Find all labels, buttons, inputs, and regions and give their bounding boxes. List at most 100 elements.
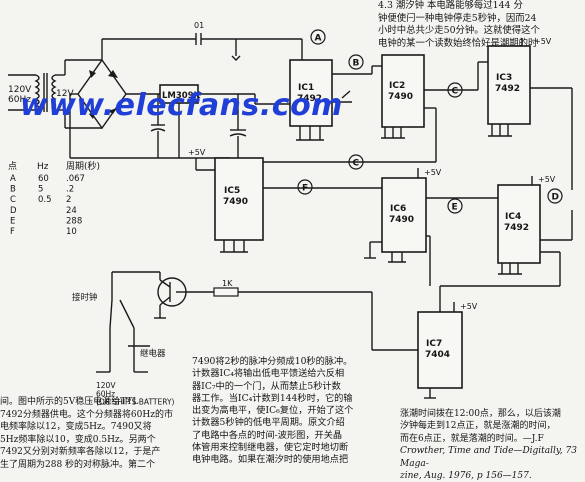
ic5-id: IC5 xyxy=(224,186,240,196)
svg-text:D: D xyxy=(552,193,559,203)
wire-ic7-transistor: 1K xyxy=(186,279,418,351)
mid-line: 体管用来控制继电器，使它定时地切断 xyxy=(192,442,349,454)
svg-text:B: B xyxy=(353,59,360,69)
table-cell: 24 xyxy=(66,206,77,216)
mid-paragraph: 7490将2秒的脉冲分频成10秒的脉冲。 计数器IC₄将输出低电平馈送给六反相 … xyxy=(192,356,412,467)
transistor xyxy=(154,272,187,319)
ic7-part: 7404 xyxy=(425,350,450,360)
left-line: 7492又分别对新频率各除以12，于是产 xyxy=(0,447,161,457)
wire-ic5-ic6: F xyxy=(263,179,382,195)
mid-line: 了电路中各点的时间-波形图，开关晶 xyxy=(192,429,343,441)
table-cell: D xyxy=(10,206,17,216)
ic4: IC4 7492 +5V xyxy=(497,175,556,275)
ic5: IC5 7490 +5V xyxy=(188,148,264,253)
mid-line: 7490将2秒的脉冲分频成10秒的脉冲。 xyxy=(192,356,353,367)
clock-tap: 01 xyxy=(101,21,303,62)
left-line: 生了周期为288 秒的对称脉冲。第二个 xyxy=(0,459,156,470)
top-note-line: 钟便使闩一种电钟停走5秒钟，因而24 xyxy=(378,12,537,24)
ic6: IC6 7490 +5V xyxy=(364,168,442,263)
table-header-hz: Hz xyxy=(37,162,49,172)
ic3-part: 7492 xyxy=(495,84,520,94)
svg-text:+5V: +5V xyxy=(460,302,478,311)
ic7-id: IC7 xyxy=(426,339,442,349)
transformer-label: 12V xyxy=(56,89,74,99)
top-note-line: 电钟的某一个读数始终恰好是潮期的时 xyxy=(378,37,538,49)
ic4-part: 7492 xyxy=(504,223,529,233)
top-note-line: 小时中总共少走50分钟。这就使得这个 xyxy=(378,25,540,37)
table-cell: .067 xyxy=(66,174,85,184)
mid-line: 计数器IC₄将输出低电平馈送给六反相 xyxy=(192,368,345,380)
svg-text:+5V: +5V xyxy=(534,37,552,46)
table-header-period: 周期(秒) xyxy=(66,160,100,172)
table-cell: 2 xyxy=(66,195,71,205)
top-note-line: 4.3 潮汐钟 本电路能够每过144 分 xyxy=(378,0,523,11)
table-cell: E xyxy=(10,216,15,226)
table-cell: 10 xyxy=(66,227,77,237)
node-a: A xyxy=(310,29,326,45)
watermark: www.elecfans.com xyxy=(20,88,343,123)
node-c-lower: C xyxy=(353,159,360,169)
svg-text:+5V: +5V xyxy=(188,148,206,157)
table-cell: C xyxy=(10,195,16,205)
table-cell: 288 xyxy=(66,216,82,226)
svg-text:E: E xyxy=(452,203,458,213)
ic4-id: IC4 xyxy=(505,212,521,222)
wire-ic3-ic4: D xyxy=(530,87,573,241)
ic1-part: 7492 xyxy=(297,94,322,104)
ic2-id: IC2 xyxy=(389,81,405,91)
wire-ic6-ic4: E xyxy=(426,197,498,214)
relay-clock-label: 接时钟 xyxy=(72,292,98,303)
resistor-label: 1K xyxy=(222,279,233,288)
left-line: 电频率除以12，变成5Hz。7490又将 xyxy=(0,422,152,432)
left-line: 5Hz频率除以10，变成0.5Hz。另两个 xyxy=(0,434,156,445)
regulator-label: LM309K xyxy=(162,91,201,101)
wire-ic4-ic7 xyxy=(426,235,561,312)
ic3: IC3 7492 +5V xyxy=(487,37,552,137)
table-cell: 60 xyxy=(38,174,49,184)
mid-line: 电钟电路。如果在潮汐时的使用地点把 xyxy=(192,454,349,466)
left-line: 间。图中所示的5V稳压电源给TTL xyxy=(0,397,139,407)
transformer: 12V xyxy=(34,73,74,112)
ic3-id: IC3 xyxy=(496,73,512,83)
left-paragraph: 间。图中所示的5V稳压电源给TTL 7492分频器供电。这个分频器将60Hz的市… xyxy=(0,396,196,471)
mid-line: 计数器5秒钟的低电平周期。原文介绍 xyxy=(192,417,345,429)
right-line: 涨潮时间拨在12:00点，那么，以后该潮 xyxy=(400,409,561,419)
table-cell: 5 xyxy=(38,185,43,195)
table-header-point: 点 xyxy=(8,161,17,172)
table-cell: B xyxy=(10,185,16,195)
ic6-part: 7490 xyxy=(389,215,414,225)
regulator: LM309K xyxy=(159,84,255,158)
right-reference: Crowther, Time and Tide—Digitally, 73 Ma… xyxy=(400,446,577,469)
ic5-part: 7490 xyxy=(223,197,248,207)
ic1-id: IC1 xyxy=(298,83,314,93)
mid-line: 器工作。当IC₄计数到144秒时，它的输 xyxy=(192,392,353,404)
table-cell: A xyxy=(10,174,16,184)
left-line: 7492分频器供电。这个分频器将60Hz的市 xyxy=(0,409,173,420)
bridge-rectifier xyxy=(55,58,230,159)
svg-text:A: A xyxy=(315,34,322,44)
table-cell: F xyxy=(10,227,15,237)
right-line: 汐钟每走到12点正，就是涨潮的时间， xyxy=(400,421,556,432)
mid-line: 出变为高电平，使IC₆复位，开始了这个 xyxy=(192,405,354,417)
ic6-id: IC6 xyxy=(390,204,406,214)
ic2: IC2 7490 xyxy=(381,54,425,139)
ic2-part: 7490 xyxy=(388,92,413,102)
wire-ic1-ic2: B xyxy=(332,54,382,103)
relay-label: 继电器 xyxy=(140,348,166,359)
right-paragraph: 涨潮时间拨在12:00点，那么，以后该潮 汐钟每走到12点正，就是涨潮的时间， … xyxy=(400,408,585,482)
svg-text:+5V: +5V xyxy=(538,175,556,184)
svg-text:C: C xyxy=(452,87,459,97)
right-line: 而在6点正，就是落潮的时间。—J.F xyxy=(400,433,544,444)
svg-text:+5V: +5V xyxy=(424,168,442,177)
ic7: IC7 7404 +5V xyxy=(417,302,478,399)
table-cell: 0.5 xyxy=(38,195,52,205)
mid-line: 器IC₇中的一个门，从而禁止5秒计数 xyxy=(192,380,341,392)
table-cell: .2 xyxy=(66,185,74,195)
